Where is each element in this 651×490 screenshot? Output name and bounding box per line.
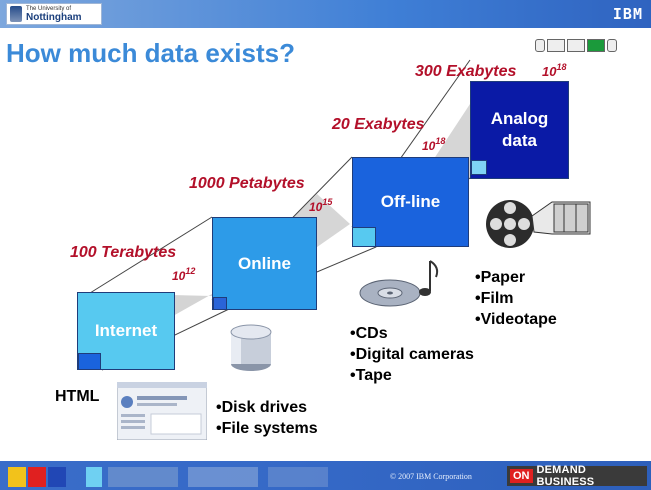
crest-icon bbox=[10, 6, 22, 22]
analog-examples: •Paper •Film •Videotape bbox=[475, 267, 557, 330]
footer-color-strip bbox=[8, 467, 328, 487]
online-box-label: Online bbox=[238, 253, 291, 273]
online-examples: •Disk drives •File systems bbox=[216, 397, 318, 439]
university-logo: The University of Nottingham bbox=[6, 3, 102, 25]
progress-segment bbox=[607, 39, 617, 52]
slide-title: How much data exists? bbox=[6, 38, 295, 68]
on-demand-text: DEMAND BUSINESS bbox=[536, 464, 595, 488]
progress-segment bbox=[547, 39, 565, 52]
internet-box-label: Internet bbox=[94, 321, 158, 340]
on-badge: ON bbox=[510, 469, 533, 483]
exponent-base: 10 bbox=[172, 269, 186, 283]
exponent-power: 18 bbox=[556, 62, 567, 72]
analog-scale-square bbox=[471, 160, 487, 175]
offline-box-label: Off-line bbox=[380, 192, 441, 211]
offline-scale-square bbox=[352, 227, 376, 247]
connector-line bbox=[89, 216, 213, 294]
example-item: •CDs bbox=[350, 325, 388, 342]
example-item: •Digital cameras bbox=[350, 346, 474, 363]
university-line1: The University of bbox=[26, 6, 72, 12]
internet-box: Internet bbox=[77, 292, 175, 370]
internet-example: HTML bbox=[55, 388, 100, 405]
example-item: •File systems bbox=[216, 420, 318, 437]
exponent-power: 12 bbox=[185, 266, 196, 276]
exponent-power: 18 bbox=[435, 136, 446, 146]
example-item: •Paper bbox=[475, 269, 526, 286]
film-reel-icon bbox=[486, 200, 591, 248]
offline-examples: •CDs •Digital cameras •Tape bbox=[350, 323, 474, 386]
header-bar bbox=[0, 0, 651, 28]
footer-copyright: © 2007 IBM Corporation bbox=[390, 472, 472, 481]
cd-music-icon bbox=[359, 260, 439, 307]
progress-segment bbox=[535, 39, 545, 52]
online-exponent: 1012 bbox=[172, 266, 195, 283]
analog-box-label-line2: data bbox=[502, 131, 537, 150]
analog-amount: 20 Exabytes bbox=[332, 116, 425, 133]
offline-amount: 1000 Petabytes bbox=[189, 175, 305, 192]
university-line2: Nottingham bbox=[26, 12, 82, 23]
exponent-base: 10 bbox=[542, 64, 557, 79]
slide-progress-indicator bbox=[535, 39, 617, 52]
exponent-base: 10 bbox=[309, 200, 323, 214]
example-item: •Film bbox=[475, 290, 514, 307]
online-box: Online bbox=[212, 217, 317, 310]
disk-drive-icon bbox=[230, 324, 272, 371]
on-demand-business-logo: ON DEMAND BUSINESS bbox=[507, 464, 647, 488]
exponent-power: 15 bbox=[322, 197, 333, 207]
online-scale-square bbox=[213, 297, 227, 310]
example-item: •Disk drives bbox=[216, 399, 307, 416]
exponent-base: 10 bbox=[422, 139, 436, 153]
analog-box-label-line1: Analog bbox=[490, 109, 549, 128]
progress-segment-active bbox=[587, 39, 605, 52]
progress-segment bbox=[567, 39, 585, 52]
example-item: •Videotape bbox=[475, 311, 557, 328]
browser-screenshot-icon bbox=[117, 382, 207, 440]
analog-total-amount: 300 Exabytes bbox=[415, 63, 517, 80]
analog-exponent: 1018 bbox=[422, 136, 445, 153]
internet-scale-square bbox=[78, 353, 101, 370]
analog-total-exponent: 1018 bbox=[542, 62, 566, 79]
online-amount: 100 Terabytes bbox=[70, 244, 177, 261]
example-item: •Tape bbox=[350, 367, 392, 384]
ibm-logo: IBM bbox=[612, 5, 643, 23]
offline-exponent: 1015 bbox=[309, 197, 332, 214]
